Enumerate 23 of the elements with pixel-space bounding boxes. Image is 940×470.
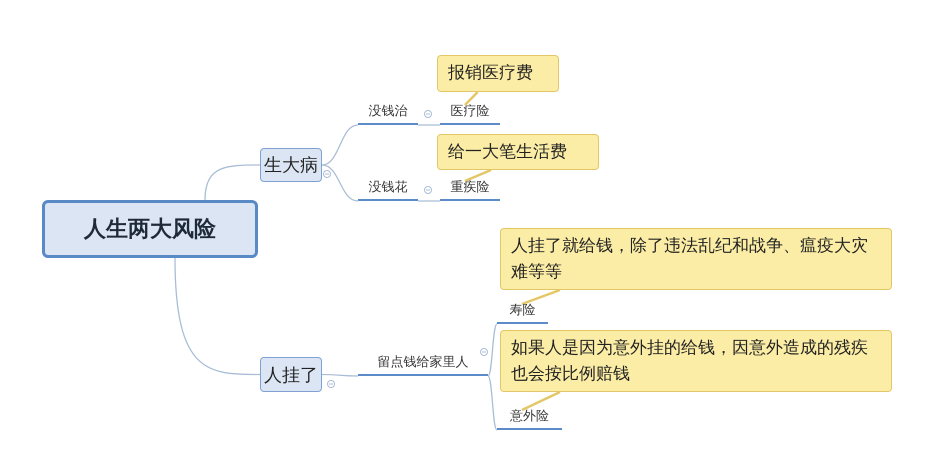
connector-line: [418, 200, 440, 202]
subtopic: 没钱治: [358, 101, 418, 125]
subtopic: 意外险: [497, 406, 562, 430]
topic-box: 生大病: [260, 148, 322, 182]
subtopic: 重疾险: [440, 177, 500, 201]
callout-note: 给一大笔生活费: [437, 134, 599, 170]
subtopic: 留点钱给家里人: [358, 352, 488, 376]
subtopic: 没钱花: [358, 177, 418, 201]
subtopic: 寿险: [497, 300, 548, 324]
topic-box: 人挂了: [260, 357, 322, 392]
connector-line: [322, 374, 358, 377]
callout-note: 报销医疗费: [437, 55, 559, 92]
connector-line: [418, 124, 440, 126]
callout-note: 如果人是因为意外挂的给钱，因意外造成的残疾也会按比例赔钱: [500, 330, 892, 392]
subtopic: 医疗险: [440, 101, 500, 125]
connector-line: [174, 258, 260, 376]
connector-line: [322, 164, 358, 202]
callout-note: 人挂了就给钱，除了违法乱纪和战争、瘟疫大灾难等等: [500, 228, 892, 290]
connector-line: [488, 376, 498, 430]
connector-line: [204, 164, 260, 200]
connector-line: [488, 324, 498, 376]
connector-line: [322, 124, 358, 166]
central-topic: 人生两大风险: [42, 200, 258, 258]
